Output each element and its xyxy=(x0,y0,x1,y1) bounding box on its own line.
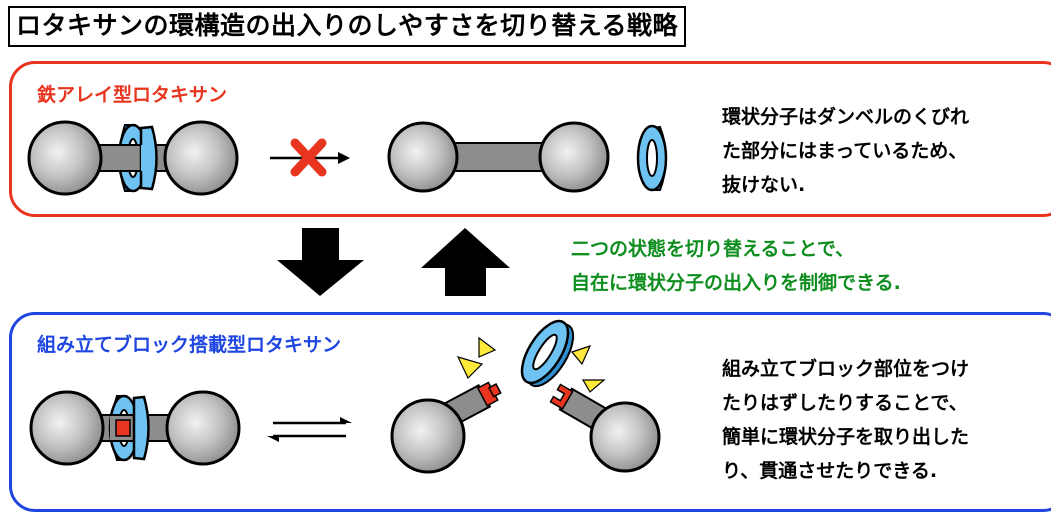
ring-molecule xyxy=(108,394,150,462)
page-title: ロタキサンの環構造の出入りのしやすさを切り替える戦略 xyxy=(8,6,687,47)
stopper-ball xyxy=(27,120,103,196)
stopper-ball xyxy=(29,390,105,466)
stopper-ball xyxy=(390,398,466,474)
stopper-ball xyxy=(589,401,661,473)
block-description-line: り、貫通させたりできる. xyxy=(722,460,938,482)
released-ring-molecule xyxy=(520,319,575,388)
switching-note-line: 自在に環状分子の出入りを制御できる. xyxy=(571,272,901,294)
diagram-artwork xyxy=(27,120,668,474)
ring-molecule xyxy=(116,123,158,193)
up-arrow-icon xyxy=(421,228,510,296)
block-rotaxane-label: 組み立てブロック搭載型ロタキサン xyxy=(37,334,342,356)
equilibrium-arrows-icon xyxy=(267,417,352,442)
assembled-block-rotaxane xyxy=(29,390,241,466)
dumbbell-rotaxane-label: 鉄アレイ型ロタキサン xyxy=(37,84,228,106)
connector-block xyxy=(549,383,574,410)
block-description-line: 簡単に環状分子を取り出した xyxy=(722,426,970,448)
dumbbell-description-line: 抜けない. xyxy=(722,174,806,196)
dumbbell-description-line: 環状分子はダンベルのくびれ xyxy=(722,106,970,128)
block-description-line: 組み立てブロック部位をつけ xyxy=(722,358,970,380)
down-arrow-icon xyxy=(277,228,364,296)
stopper-ball xyxy=(165,390,241,466)
block-description-line: たりはずしたりすることで、 xyxy=(722,392,968,414)
right-half-with-block xyxy=(549,383,661,473)
block-description: 組み立てブロック部位をつけ たりはずしたりすることで、 簡単に環状分子を取り出し… xyxy=(722,352,969,488)
switching-note-line: 二つの状態を切り替えることで、 xyxy=(571,238,855,260)
cross-icon xyxy=(290,138,327,177)
dumbbell-description: 環状分子はダンベルのくびれ た部分にはまっているため、 抜けない. xyxy=(722,100,969,202)
free-ring-molecule xyxy=(636,124,668,192)
connector-block xyxy=(115,419,131,437)
stopper-ball xyxy=(163,120,239,196)
empty-dumbbell xyxy=(387,121,610,193)
blocked-arrow xyxy=(270,138,350,177)
left-half-with-block xyxy=(390,381,502,474)
spark-icon xyxy=(456,336,606,393)
switching-note: 二つの状態を切り替えることで、 自在に環状分子の出入りを制御できる. xyxy=(571,232,901,300)
dumbbell-description-line: た部分にはまっているため、 xyxy=(722,140,968,162)
stopper-ball xyxy=(538,121,610,193)
locked-rotaxane xyxy=(27,120,239,196)
stopper-ball xyxy=(387,121,459,193)
dumbbell-rotaxane-panel xyxy=(9,61,1051,217)
